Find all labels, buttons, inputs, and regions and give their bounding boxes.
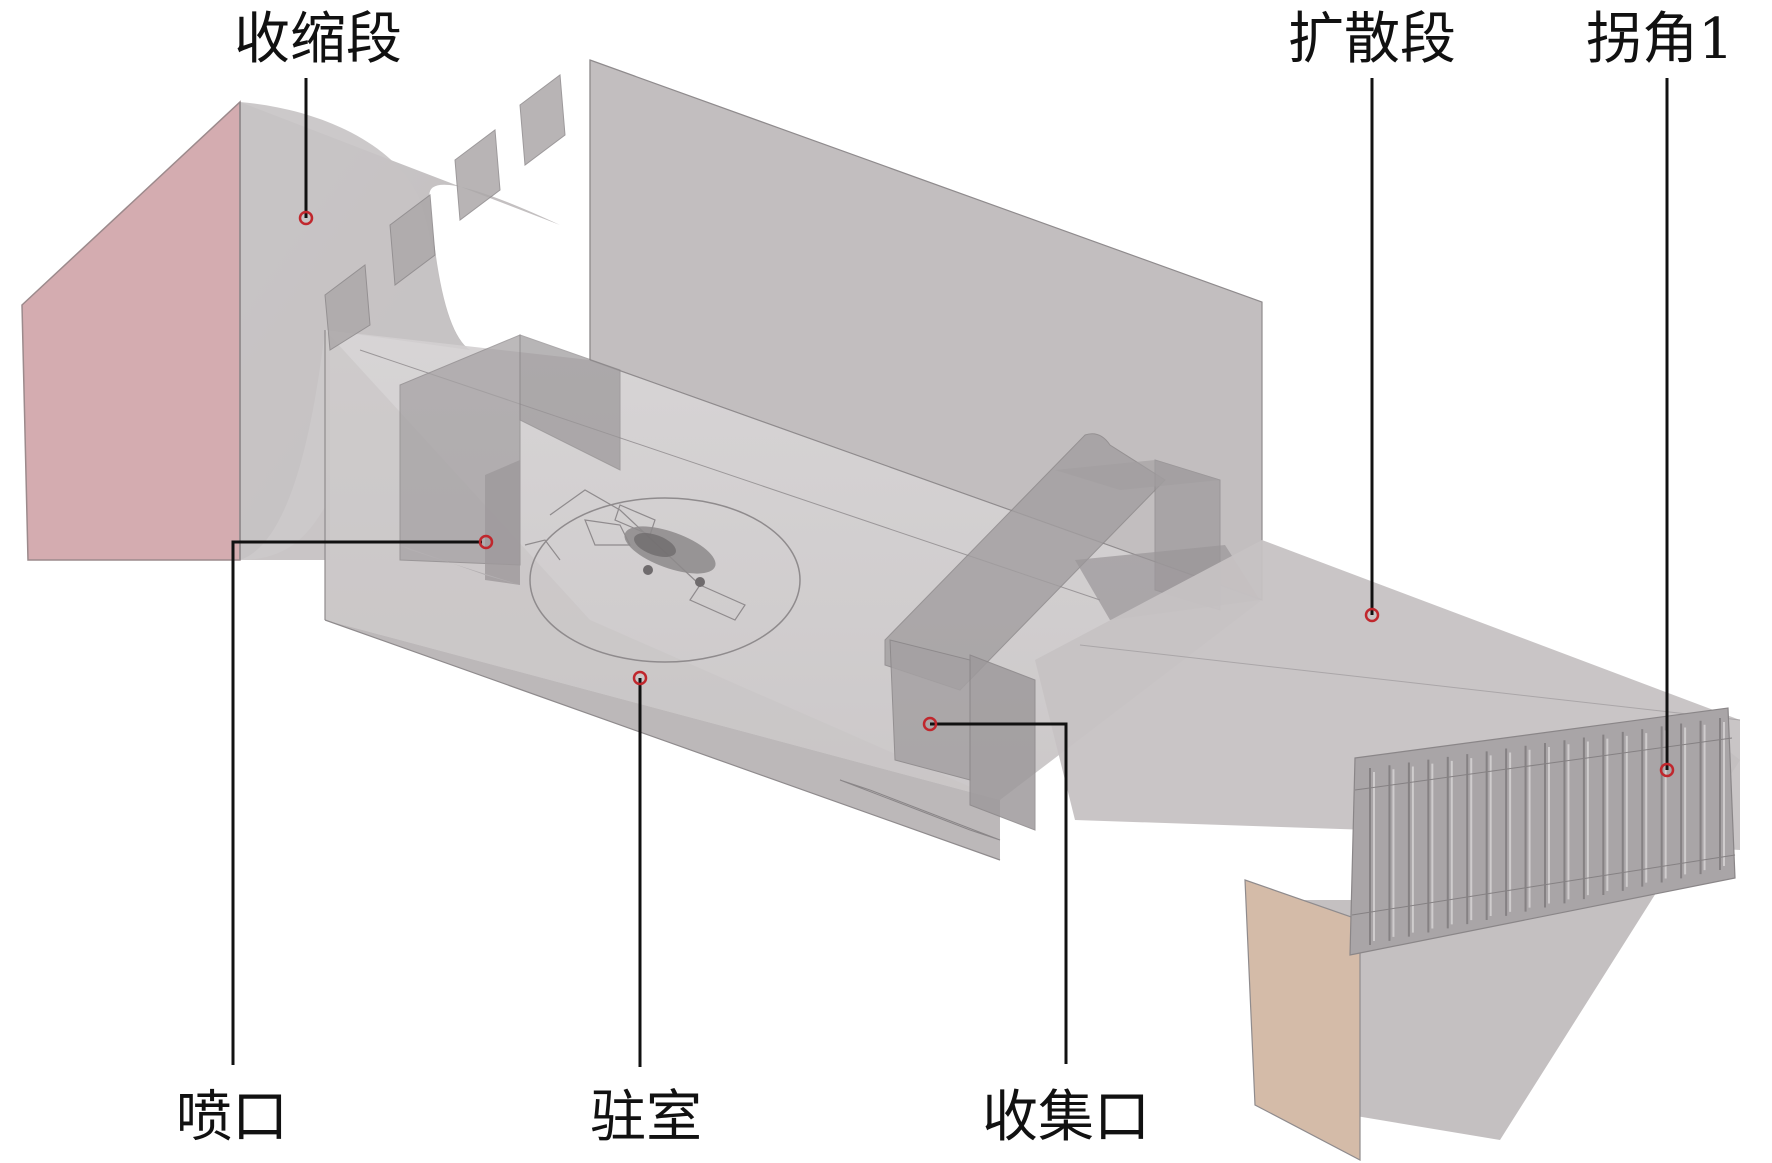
turning-vane-cascade bbox=[1349, 707, 1736, 956]
label-nozzle: 喷口 bbox=[176, 1085, 288, 1150]
leader-collector bbox=[930, 722, 1068, 1064]
car-model bbox=[624, 526, 716, 587]
marker-collector bbox=[922, 716, 938, 732]
turntable bbox=[529, 497, 801, 663]
wall-windows bbox=[324, 74, 566, 351]
outlet-face bbox=[1244, 879, 1361, 1161]
label-contraction: 收缩段 bbox=[234, 7, 402, 72]
collector-block bbox=[839, 433, 1260, 841]
marker-diffuser bbox=[1364, 607, 1380, 623]
leader-nozzle bbox=[231, 540, 482, 1065]
marker-contraction bbox=[298, 210, 314, 226]
markers bbox=[298, 210, 1675, 778]
turning-vanes bbox=[1369, 718, 1725, 945]
label-corner1: 拐角1 bbox=[1586, 7, 1734, 72]
marker-corner1 bbox=[1659, 762, 1675, 778]
corner1-section bbox=[1244, 707, 1740, 1161]
label-diffuser: 扩散段 bbox=[1288, 7, 1456, 72]
inlet-face bbox=[21, 100, 241, 561]
label-collector: 收集口 bbox=[982, 1085, 1150, 1150]
label-plenum: 驻室 bbox=[590, 1085, 702, 1150]
marker-nozzle bbox=[478, 534, 494, 550]
nozzle-block bbox=[399, 334, 621, 585]
marker-plenum bbox=[632, 670, 648, 686]
leader-lines bbox=[231, 78, 1669, 1067]
